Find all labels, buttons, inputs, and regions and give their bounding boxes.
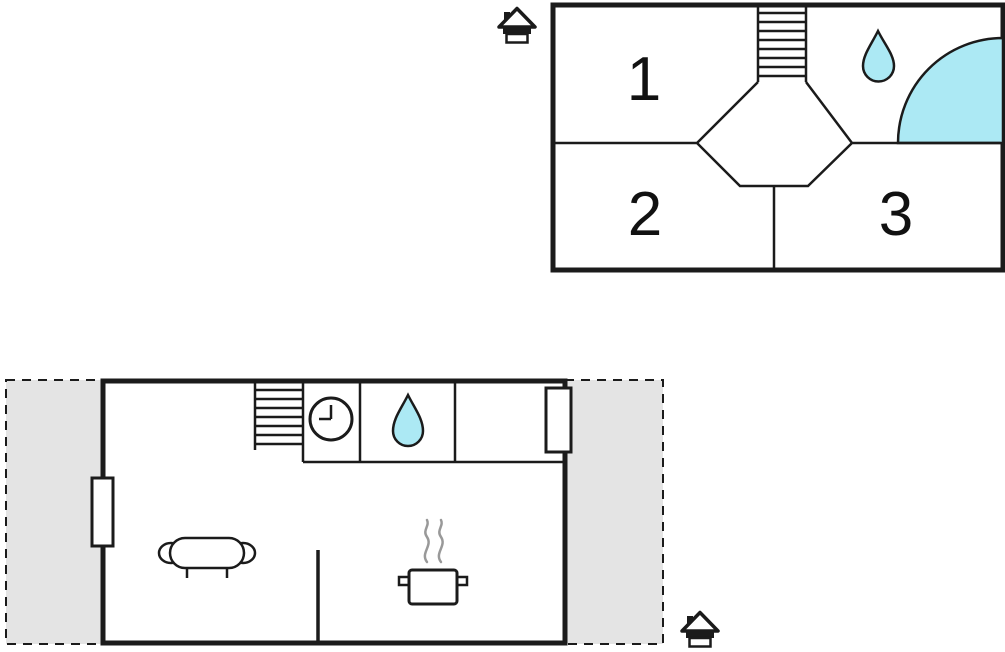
room-label-1: 1 (627, 45, 661, 114)
upper-floor-plan: 1 2 3 (550, 2, 1005, 273)
corner-shower-icon (896, 36, 1005, 145)
sofa-icon (157, 536, 257, 578)
water-drop-icon-lower (391, 392, 425, 448)
lower-floor-plan (5, 378, 664, 646)
room-label-3: 3 (879, 180, 913, 249)
water-drop-icon-upper (861, 28, 896, 83)
steam-line (437, 518, 444, 564)
terrace-right (564, 379, 664, 645)
entrance-icon-lower (680, 610, 720, 649)
pot-body (407, 568, 459, 606)
steaming-pot-icon (397, 518, 469, 606)
window-opening-icon (90, 476, 115, 548)
room-label-2: 2 (628, 180, 662, 249)
steam-line (423, 518, 430, 564)
terrace-left (5, 379, 104, 645)
door-opening-icon (544, 386, 573, 454)
staircase-lower-icon (253, 383, 305, 462)
entrance-icon-upper (497, 6, 537, 45)
kitchen-unit-walls (303, 383, 563, 464)
staircase-upper-icon (756, 7, 808, 82)
upper-interior-walls (555, 81, 1001, 268)
clock-icon (308, 396, 354, 442)
